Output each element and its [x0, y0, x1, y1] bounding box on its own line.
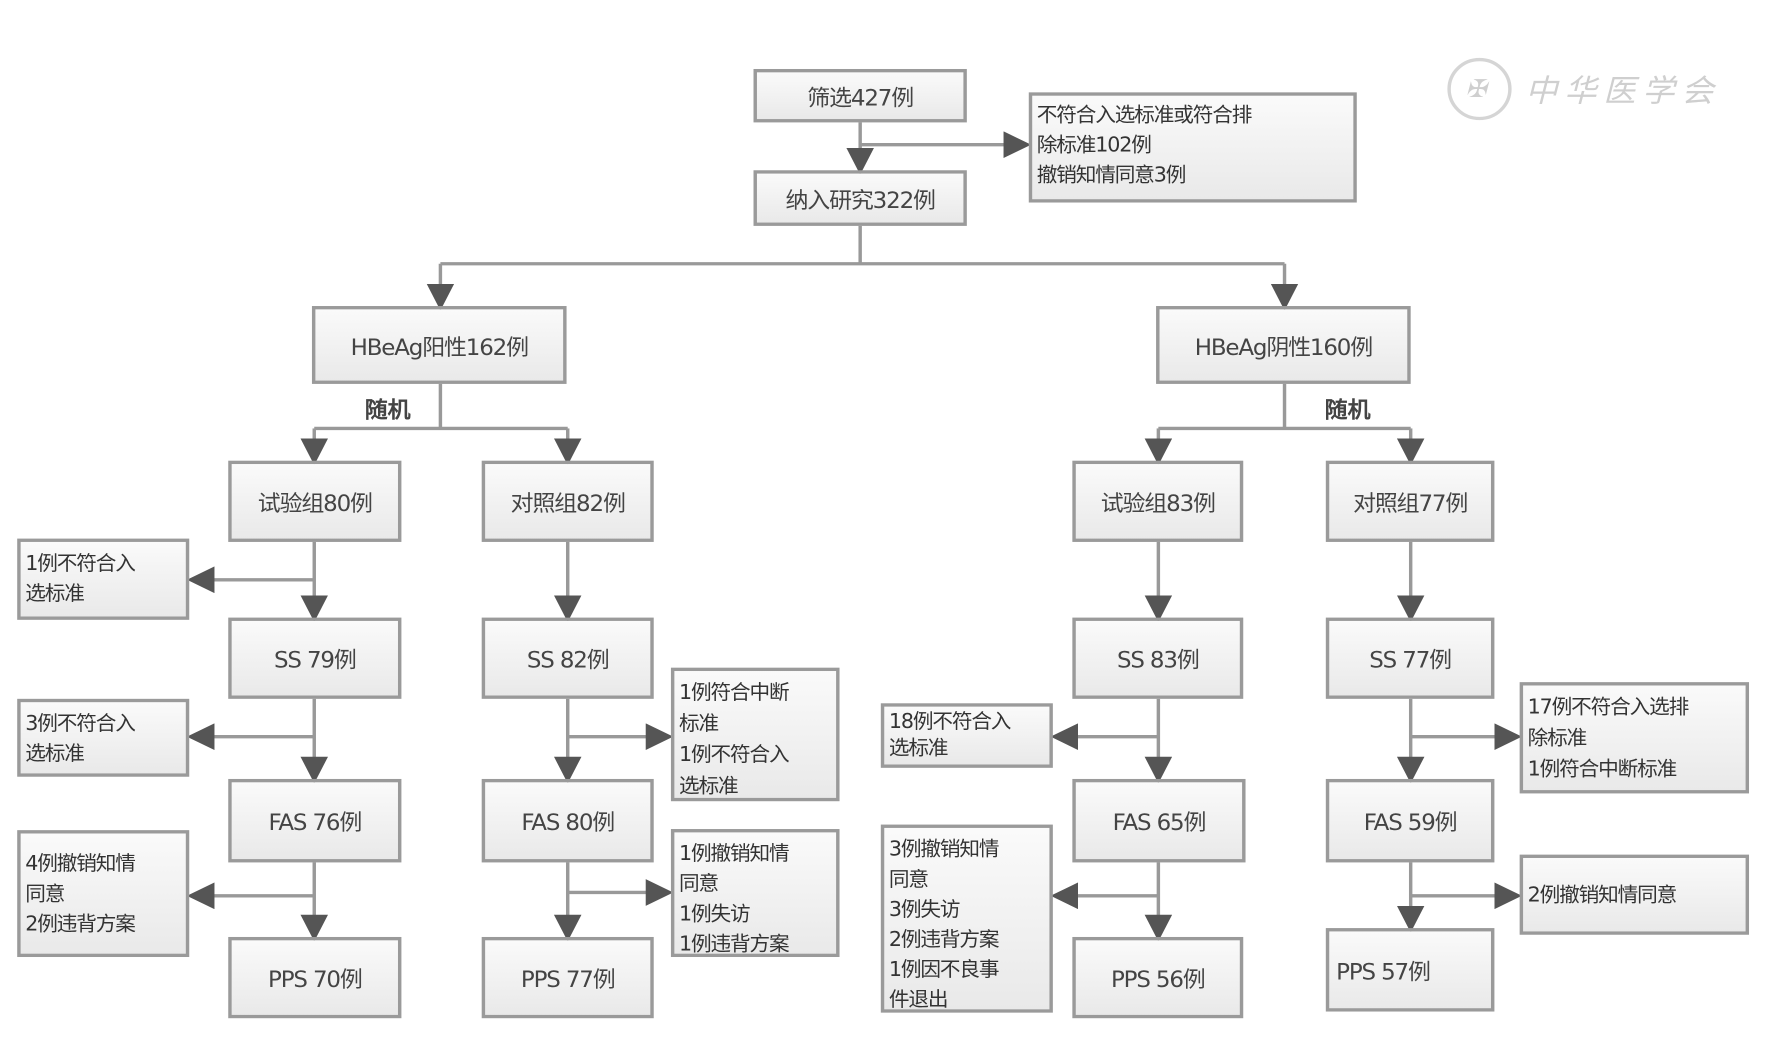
note-line: 1例违背方案	[678, 932, 790, 956]
note-line: 1例符合中断	[678, 681, 790, 705]
note-line: 选标准	[678, 774, 739, 798]
note-dropout: 4例撤销知情同意 2例违背方案	[17, 830, 190, 958]
node-neg-test-group: 试验组83例	[1072, 460, 1244, 542]
node-screened: 筛选427例	[753, 68, 967, 123]
note-line: 不符合入选标准或符合排	[1036, 103, 1253, 127]
node-ss: SS 82例	[481, 617, 654, 699]
node-ss: SS 79例	[228, 617, 402, 699]
note-line: 除标准	[1527, 726, 1588, 751]
note-line: 18例不符合入	[888, 709, 1012, 734]
randomization-label: 随机	[1324, 396, 1371, 423]
note-line: 2例违背方案	[25, 912, 136, 936]
node-ss: SS 83例	[1072, 617, 1244, 699]
note-dropout: 3例撤销知情同意 3例失访 2例违背方案 1例因不良事件退出	[880, 824, 1053, 1013]
note-line: 1例失访	[678, 902, 751, 926]
note-line: 2例撤销知情同意	[1527, 883, 1678, 907]
note-dropout: 17例不符合入选排除标准 1例符合中断标准	[1519, 682, 1750, 794]
note-dropout: 1例撤销知情同意 1例失访 1例违背方案	[670, 829, 840, 958]
note-line: 标准	[678, 712, 719, 736]
note-line: 1例因不良事	[888, 958, 1000, 982]
node-fas: FAS 80例	[481, 778, 654, 863]
node-fas: FAS 76例	[228, 778, 402, 863]
note-line: 1例不符合入	[678, 743, 790, 767]
note-line: 选标准	[25, 742, 85, 766]
seal-icon: ✠	[1447, 57, 1512, 121]
note-excluded-screening: 不符合入选标准或符合排 除标准102例 撤销知情同意3例	[1028, 92, 1357, 203]
node-pps: PPS 70例	[228, 936, 402, 1019]
note-line: 3例撤销知情	[888, 837, 1000, 862]
node-fas: FAS 59例	[1325, 778, 1495, 863]
note-line: 2例违背方案	[888, 928, 1000, 952]
note-line: 同意	[25, 882, 65, 906]
note-dropout: 2例撤销知情同意	[1519, 854, 1750, 935]
node-pps: PPS 77例	[481, 936, 654, 1019]
note-line: 1例符合中断标准	[1527, 757, 1678, 782]
note-line: 同意	[888, 867, 929, 892]
watermark-text: 中华医学会	[1525, 72, 1721, 110]
randomization-label: 随机	[364, 396, 411, 423]
node-ss: SS 77例	[1325, 617, 1495, 699]
node-pps: PPS 57例	[1325, 928, 1495, 1012]
note-line: 4例撤销知情	[25, 852, 136, 876]
note-line: 撤销知情同意3例	[1036, 163, 1187, 187]
node-fas: FAS 65例	[1072, 778, 1246, 863]
note-line: 3例不符合入	[25, 712, 136, 736]
node-included: 纳入研究322例	[753, 170, 967, 226]
note-line: 件退出	[888, 988, 949, 1012]
note-line: 除标准102例	[1036, 133, 1152, 157]
node-pos-control-group: 对照组82例	[481, 460, 654, 542]
node-pos-test-group: 试验组80例	[228, 460, 402, 542]
note-line: 17例不符合入选排	[1527, 695, 1690, 719]
node-hbeag-positive: HBeAg阳性162例	[311, 306, 567, 384]
note-line: 选标准	[888, 736, 949, 761]
note-line: 同意	[678, 872, 719, 896]
note-dropout: 3例不符合入选标准	[17, 698, 190, 777]
node-neg-control-group: 对照组77例	[1325, 460, 1495, 542]
note-dropout: 18例不符合入选标准	[880, 703, 1053, 768]
node-pps: PPS 56例	[1072, 936, 1244, 1019]
node-hbeag-negative: HBeAg阴性160例	[1156, 306, 1411, 384]
note-line: 3例失访	[888, 898, 961, 922]
note-line: 选标准	[25, 581, 85, 606]
note-dropout: 1例符合中断标准 1例不符合入选标准	[670, 667, 840, 802]
note-line: 1例不符合入	[25, 551, 136, 576]
note-line: 1例撤销知情	[678, 842, 790, 866]
watermark-logo: ✠ 中华医学会	[1447, 57, 1721, 121]
note-dropout: 1例不符合入选标准	[17, 538, 190, 620]
